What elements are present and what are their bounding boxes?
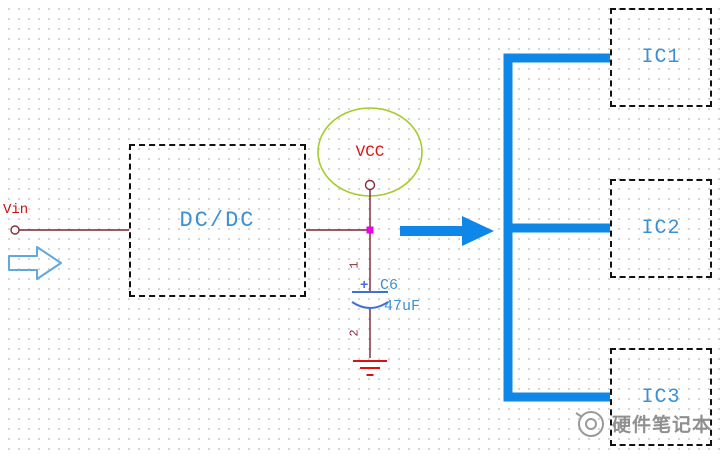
cap-refdes: C6 (380, 277, 399, 294)
watermark-logo-outer-circle (578, 411, 604, 437)
vin-net-label: Vin (3, 202, 29, 218)
junction-dot (366, 226, 374, 234)
cap-pin2-number: 2 (347, 329, 362, 337)
ic3-box: IC3 (610, 348, 712, 446)
ic2-label: IC2 (641, 217, 681, 240)
watermark-logo-inner-circle (585, 418, 597, 430)
dcdc-converter-box: DC/DC (129, 144, 306, 297)
ic1-box: IC1 (610, 8, 712, 107)
watermark-text: 硬件笔记本 (612, 413, 713, 436)
power-bus (503, 53, 610, 402)
watermark-logo-icon (575, 411, 604, 437)
cap-pin1-number: 1 (347, 261, 362, 269)
cap-value: 47uF (384, 298, 421, 315)
watermark: 硬件笔记本 (572, 406, 712, 440)
ic2-box: IC2 (610, 179, 712, 278)
dcdc-label: DC/DC (179, 208, 256, 233)
cap-plate-bottom-arc (351, 301, 389, 309)
ic3-label: IC3 (641, 385, 681, 409)
vcc-label: VCC (355, 143, 385, 161)
vcc-pin-circle (364, 179, 376, 191)
input-arrow-icon (8, 246, 62, 280)
flow-arrow-head (462, 216, 494, 246)
flow-arrow (400, 216, 494, 246)
ground-symbol (353, 360, 387, 376)
cap-polarity-plus: + (360, 278, 369, 294)
vin-terminal-circle (10, 225, 20, 235)
ic1-label: IC1 (641, 46, 681, 69)
watermark-logo-stroke (575, 412, 583, 418)
